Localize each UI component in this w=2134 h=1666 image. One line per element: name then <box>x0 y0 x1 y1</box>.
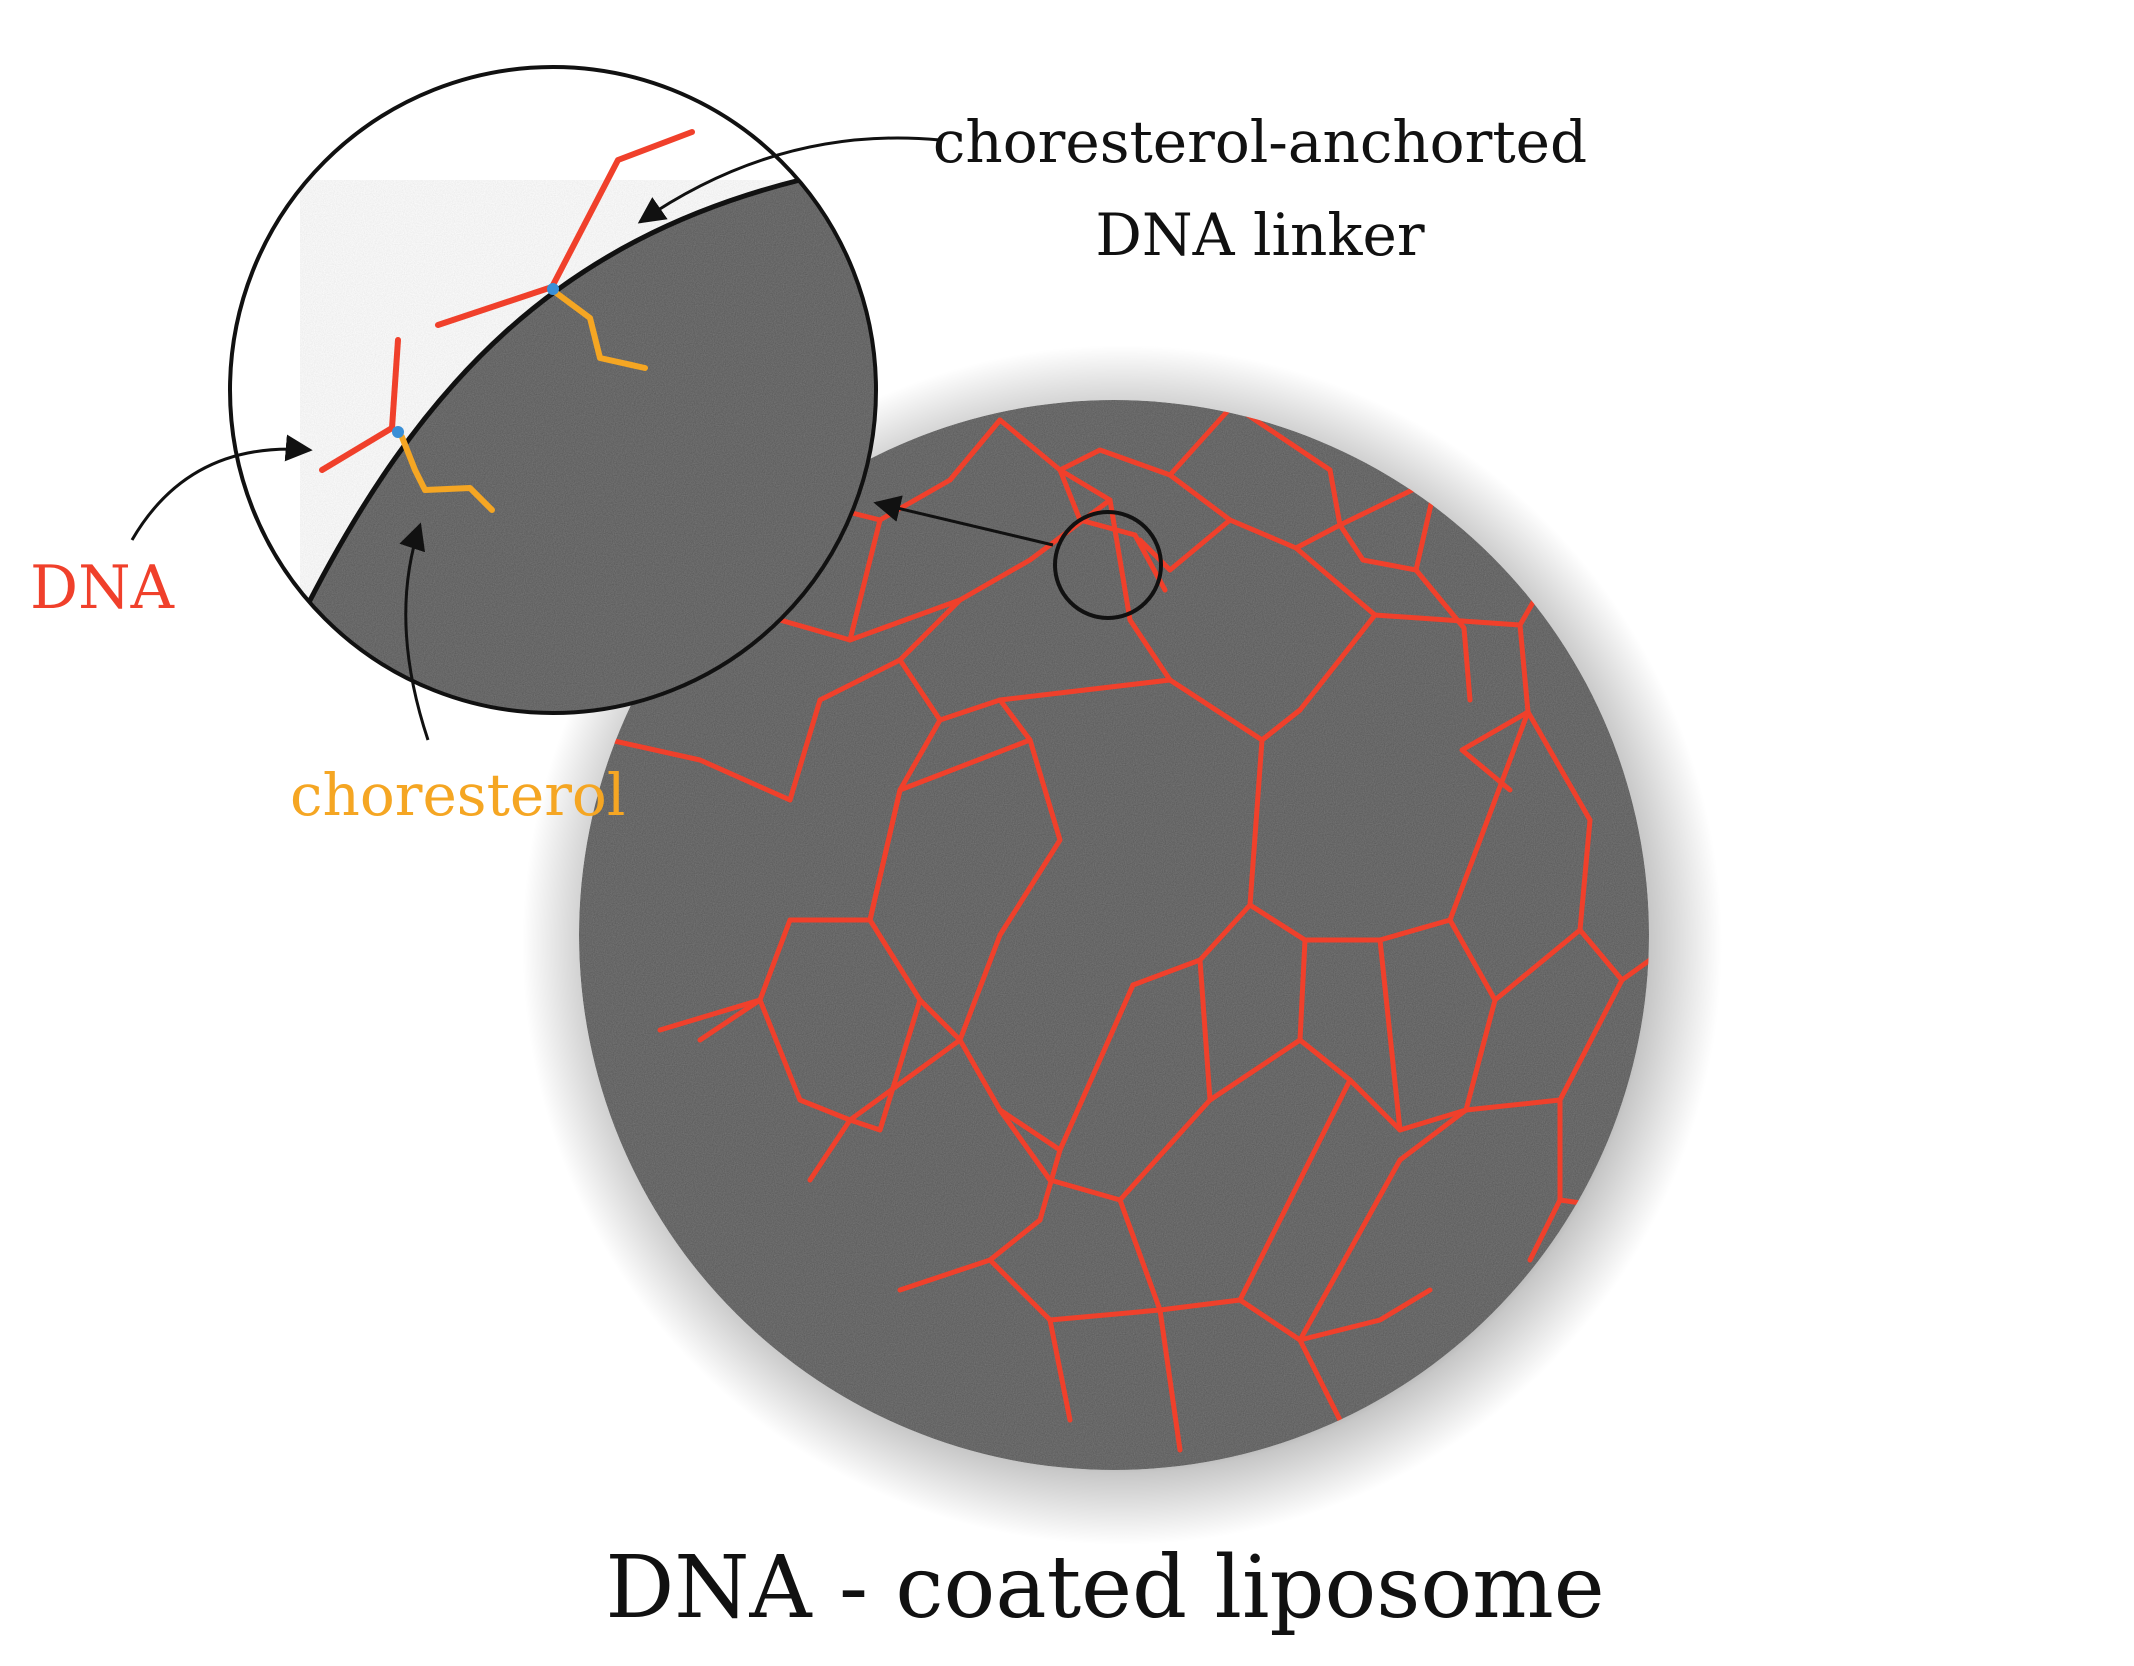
mesh-line <box>1447 709 1531 923</box>
linker-label-line1: choresterol-anchorted <box>933 108 1587 176</box>
dna-strand <box>319 425 395 473</box>
mesh-line <box>1459 622 1531 793</box>
mesh-line <box>1597 467 1649 523</box>
mesh-line <box>1047 1317 1073 1423</box>
zoom-region-marker <box>1053 510 1163 620</box>
dna-callout-arrow <box>130 434 313 541</box>
mesh-line <box>657 997 763 1033</box>
mesh-line <box>1117 1077 1353 1313</box>
inset-membrane-edge <box>297 177 801 622</box>
dna-label: DNA <box>30 553 175 623</box>
linker-junction <box>547 283 559 295</box>
mesh-line <box>607 737 793 803</box>
mesh-line <box>1337 475 1440 573</box>
linker-callout-arrow <box>637 136 941 224</box>
mesh-line <box>847 997 923 1133</box>
mesh-line <box>1297 1337 1343 1423</box>
mesh-line <box>1157 1307 1183 1453</box>
mesh-line <box>847 517 883 643</box>
cholesterol-chain <box>552 289 648 371</box>
mesh-line <box>1297 1287 1433 1343</box>
inset-outline <box>228 65 878 715</box>
mesh-line <box>1413 567 1473 703</box>
dna-mesh <box>607 402 1649 1453</box>
mesh-line <box>1637 617 1649 663</box>
mesh-line <box>787 597 963 803</box>
linker-junction <box>392 426 404 438</box>
mesh-line <box>997 697 1063 938</box>
dna-linker-upper <box>435 129 695 371</box>
zoom-arrow <box>873 495 1054 547</box>
mesh-line <box>997 1097 1213 1203</box>
caption: DNA - coated liposome <box>605 1538 1604 1638</box>
mesh-line <box>1247 902 1453 943</box>
dna-linker-lower <box>319 337 495 513</box>
mesh-line <box>957 932 1063 1153</box>
linker-label-line2: DNA linker <box>1095 201 1424 269</box>
mesh-line <box>1297 937 1403 1133</box>
mesh-line <box>1057 467 1113 503</box>
cholesterol-chain <box>399 434 495 513</box>
mesh-line <box>1137 472 1233 573</box>
cholesterol-callout-arrow <box>399 522 430 741</box>
mesh-line <box>897 1257 1163 1323</box>
mesh-line <box>1525 709 1593 933</box>
mesh-line <box>947 417 1003 483</box>
mesh-line <box>997 402 1236 478</box>
liposome <box>579 400 1649 1470</box>
dna-strand <box>435 284 555 328</box>
mesh-line <box>987 1217 1043 1263</box>
dna-strand <box>389 337 401 431</box>
dna-strand <box>549 129 695 290</box>
mesh-line <box>1057 467 1168 593</box>
mesh-line <box>1397 917 1498 1163</box>
cholesterol-label: choresterol <box>290 761 625 829</box>
mesh-line <box>1619 757 1649 983</box>
mesh-line <box>997 497 1173 703</box>
mesh-line <box>867 737 1033 923</box>
mesh-line <box>1130 737 1265 988</box>
mesh-line <box>757 997 853 1123</box>
